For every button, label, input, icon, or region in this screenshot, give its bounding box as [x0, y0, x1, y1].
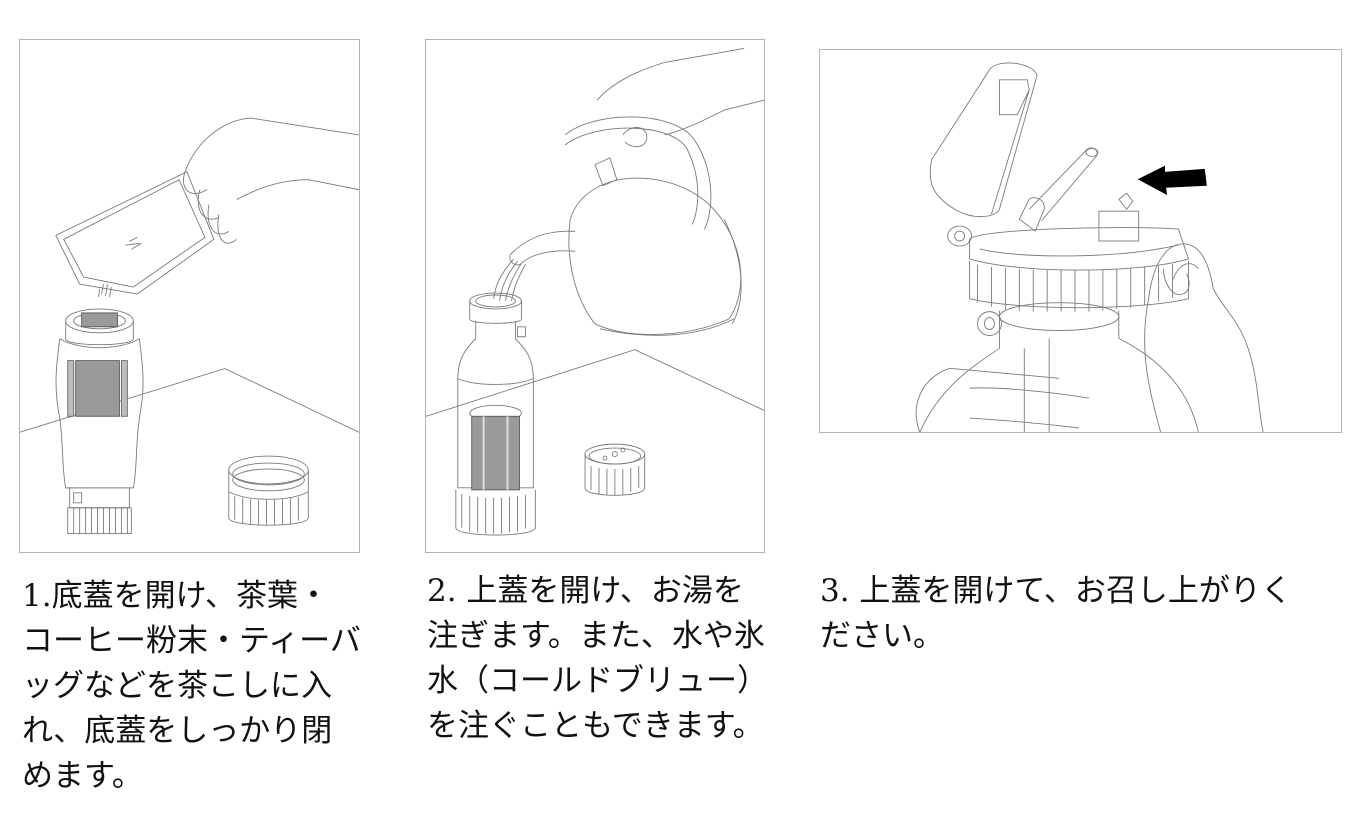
caption-line: コーヒー粉末・ティーバ [22, 623, 361, 659]
step-1-illustration [19, 39, 360, 553]
step-3-illustration [819, 49, 1342, 433]
caption-line: ださい。 [820, 618, 944, 654]
step-1-caption: 1.底蓋を開け、茶葉・ コーヒー粉末・ティーバ ッグなどを茶こしに入 れ、底蓋を… [22, 574, 361, 799]
caption-line: を注ぐこともできます。 [427, 708, 764, 744]
caption-line: れ、底蓋をしっかり閉 [22, 713, 333, 749]
step-2-caption: 2. 上蓋を開け、お湯を 注ぎます。また、水や氷 水（コールドブリュー） を注ぐ… [427, 569, 768, 749]
caption-line: 2. 上蓋を開け、お湯を [427, 573, 744, 609]
caption-line: めます。 [22, 758, 143, 794]
caption-line: 注ぎます。また、水や氷 [427, 618, 765, 654]
caption-line: 3. 上蓋を開けて、お召し上がりく [820, 573, 1292, 609]
open-lid-straw-icon [915, 62, 1264, 432]
caption-line: 水（コールドブリュー） [427, 663, 768, 699]
direction-arrow-icon [1137, 165, 1207, 196]
step-2-illustration [425, 39, 765, 553]
caption-line: 1.底蓋を開け、茶葉・ [22, 578, 330, 614]
tea-bag-pour-icon [20, 117, 359, 535]
kettle-pour-icon [426, 48, 764, 536]
caption-line: ッグなどを茶こしに入 [22, 668, 332, 704]
step-3-caption: 3. 上蓋を開けて、お召し上がりく ださい。 [820, 569, 1292, 659]
